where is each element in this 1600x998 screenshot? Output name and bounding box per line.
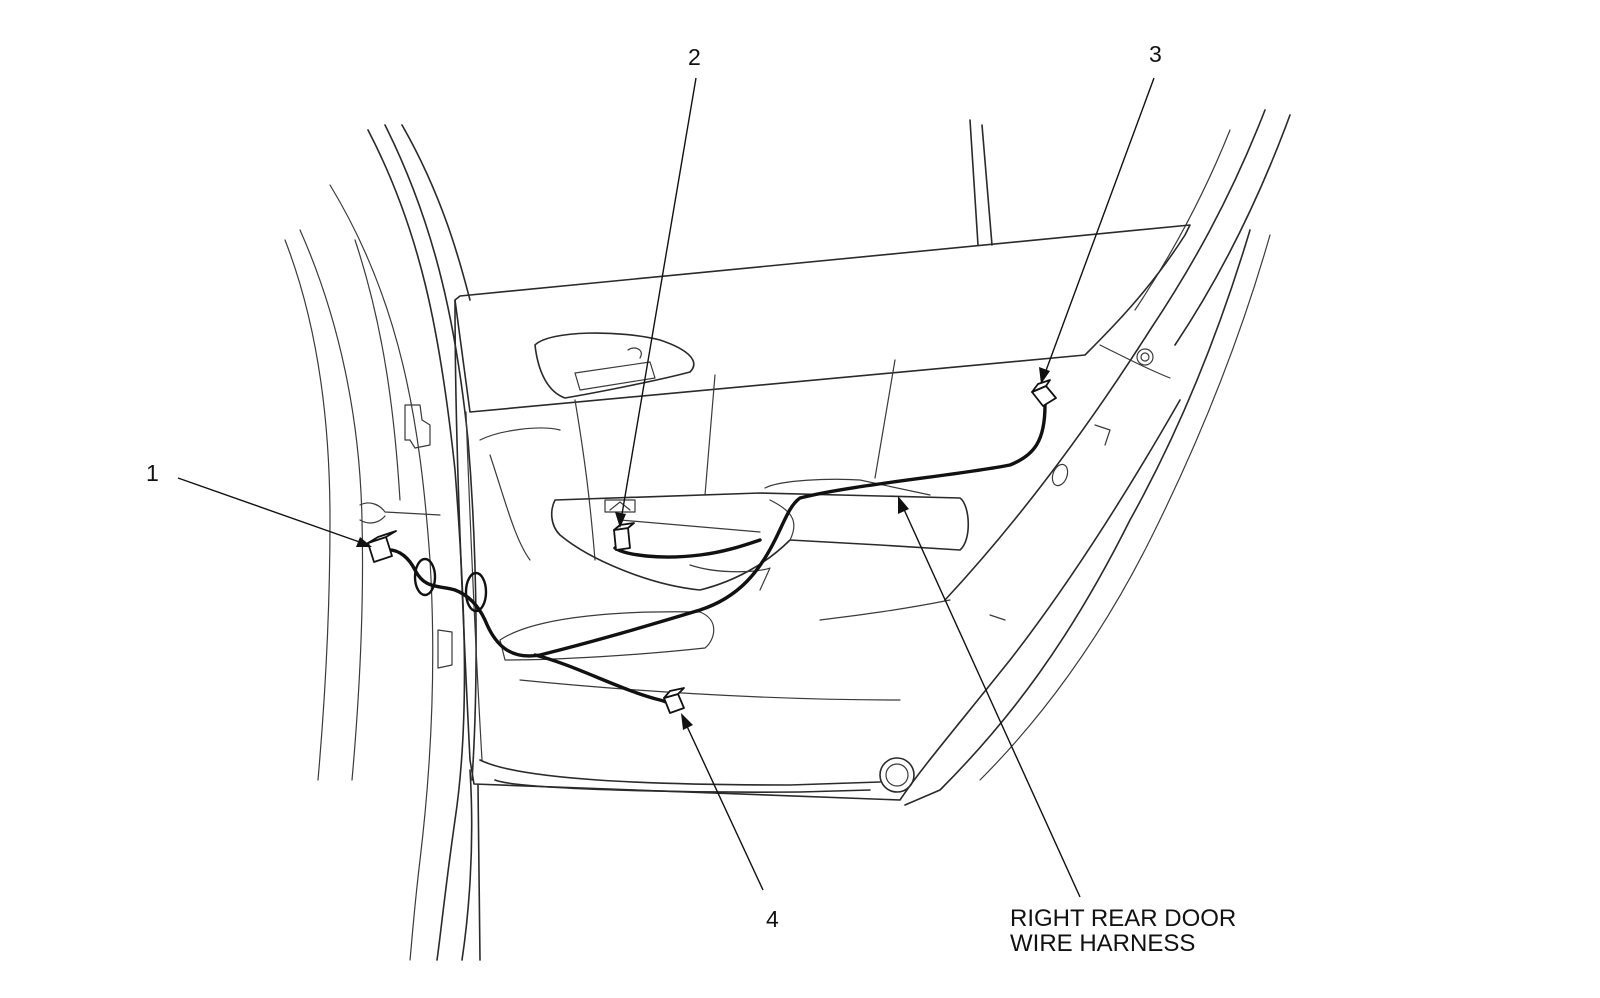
leader-line-harness [898, 496, 1081, 898]
grommet-left [413, 557, 437, 597]
leader-line-3 [1039, 77, 1155, 384]
connector-1 [367, 530, 397, 563]
door-panel [454, 224, 1271, 806]
callout-3: 3 [1149, 41, 1162, 67]
grommet-right [464, 571, 488, 613]
leader-line-2 [615, 77, 697, 528]
leader-line-1 [177, 477, 372, 547]
body-pillar [284, 124, 481, 961]
callout-4: 4 [766, 906, 779, 932]
connector-4 [663, 687, 685, 714]
leader-line-4 [681, 713, 764, 891]
connector-2 [613, 522, 635, 551]
callout-2: 2 [688, 44, 701, 70]
wire-harness [383, 403, 1047, 710]
callout-1: 1 [146, 460, 159, 486]
connector-3 [1031, 379, 1057, 407]
harness-caption: RIGHT REAR DOOR WIRE HARNESS [1010, 905, 1237, 958]
window-frame [944, 109, 1291, 601]
